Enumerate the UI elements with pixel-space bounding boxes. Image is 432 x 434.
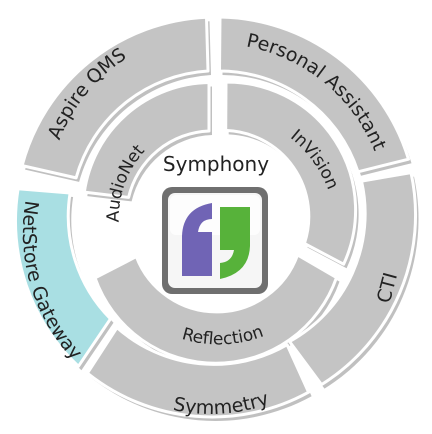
outer-segment-cti[interactable]: [288, 171, 418, 387]
symphony-logo-icon: [162, 187, 268, 294]
outer-segment-aspire-qms[interactable]: [20, 15, 210, 180]
outer-segment-netstore-gateway[interactable]: [14, 187, 112, 368]
inner-segment-reflection[interactable]: [93, 253, 338, 365]
center-title: Symphony: [163, 152, 269, 176]
outer-segment-personal-assistant[interactable]: [218, 15, 410, 174]
inner-segment-invision[interactable]: [224, 80, 358, 266]
inner-segment-audionet[interactable]: [82, 81, 211, 199]
